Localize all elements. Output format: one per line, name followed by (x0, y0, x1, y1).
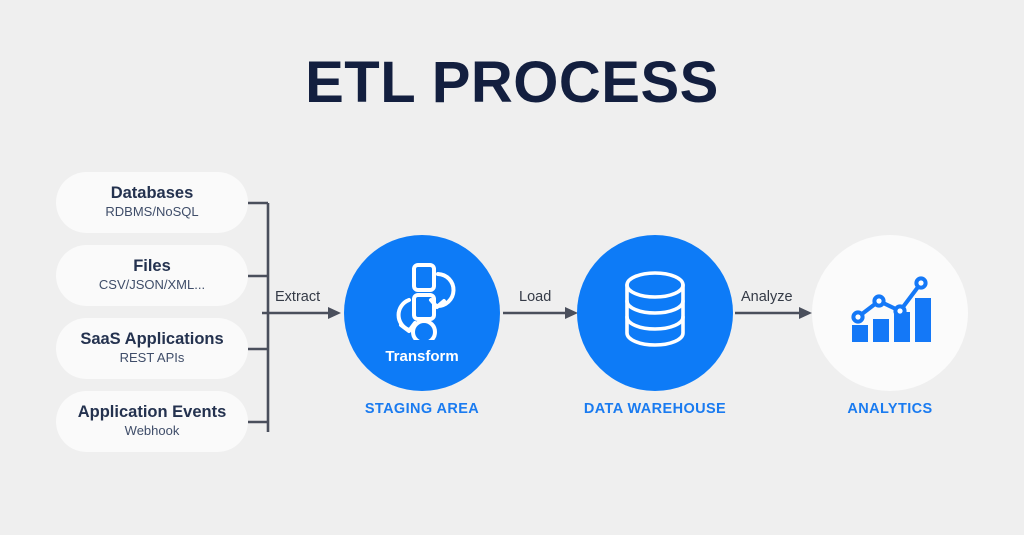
stage-circle-warehouse (577, 235, 733, 391)
source-card-application-events[interactable]: Application Events Webhook (56, 391, 248, 452)
page-title: ETL PROCESS (305, 50, 719, 115)
source-card-title: Application Events (77, 402, 227, 421)
stage-data-warehouse[interactable]: DATA WAREHOUSE (577, 235, 733, 417)
bar-line-chart-icon (848, 273, 932, 345)
stage-caption-staging-area: STAGING AREA (364, 401, 480, 417)
source-card-subtitle: REST APIs (119, 350, 185, 366)
stage-caption-data-warehouse: DATA WAREHOUSE (583, 401, 727, 417)
flow-label-load: Load (519, 289, 552, 305)
stage-caption-analytics: ANALYTICS (847, 401, 933, 417)
database-cylinder-icon (617, 268, 693, 350)
source-card-subtitle: CSV/JSON/XML... (98, 277, 206, 293)
source-card-title: SaaS Applications (80, 329, 224, 348)
source-card-title: Files (133, 256, 171, 275)
stage-circle-analytics (812, 235, 968, 391)
source-card-subtitle: RDBMS/NoSQL (105, 204, 199, 220)
arrow-right-icon-extract (262, 307, 341, 319)
arrow-right-icon-analyze (735, 307, 812, 319)
source-card-saas-applications[interactable]: SaaS Applications REST APIs (56, 318, 248, 379)
arrow-right-icon-load (503, 307, 578, 319)
transform-cycle-icon (385, 262, 459, 345)
stage-circle-staging: Transform (344, 235, 500, 391)
source-bracket-connector (248, 201, 270, 432)
source-card-title: Databases (110, 183, 194, 202)
source-card-files[interactable]: Files CSV/JSON/XML... (56, 245, 248, 306)
source-card-databases[interactable]: Databases RDBMS/NoSQL (56, 172, 248, 233)
stage-inner-label-transform: Transform (385, 347, 459, 365)
stage-staging-area[interactable]: Transform STAGING AREA (344, 235, 500, 417)
flow-label-extract: Extract (275, 289, 321, 305)
stage-analytics[interactable]: ANALYTICS (812, 235, 968, 417)
source-card-subtitle: Webhook (124, 423, 180, 439)
flow-label-analyze: Analyze (741, 289, 793, 305)
